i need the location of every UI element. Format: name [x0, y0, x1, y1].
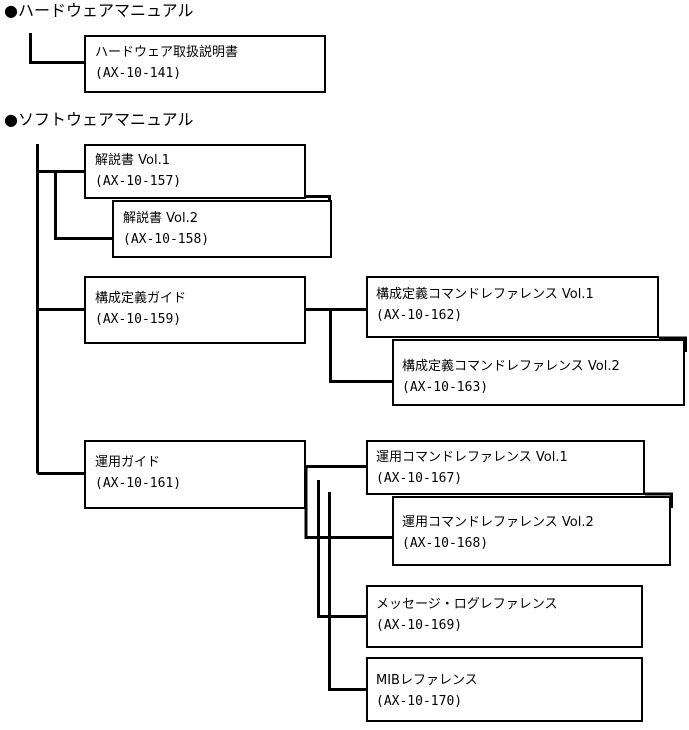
section-heading-hardware-label: ハードウェアマニュアル: [17, 1, 194, 20]
section-heading-hardware: ●ハードウェアマニュアル: [4, 2, 194, 20]
node-title: 構成定義コマンドレファレンス Vol.1: [376, 287, 594, 302]
node-title: 運用コマンドレファレンス Vol.2: [402, 515, 594, 530]
node-title: MIBレファレンス: [376, 673, 478, 688]
connector-ops-to-cmd2: [304, 466, 392, 539]
node-box-guide-vol2: [112, 200, 332, 258]
bullet-icon: ●: [4, 1, 18, 20]
node-code: (AX-10-163): [402, 380, 489, 395]
node-label-guide-vol2: 解説書 Vol.2 (AX-10-158): [123, 208, 209, 250]
node-label-guide-vol1: 解説書 Vol.1 (AX-10-157): [95, 150, 181, 192]
node-label-ops-cmd-vol1: 運用コマンドレファレンス Vol.1 (AX-10-167): [376, 447, 568, 489]
node-box-mib-ref: [366, 657, 643, 722]
node-title: メッセージ・ログレファレンス: [376, 597, 558, 612]
node-code: (AX-10-157): [95, 174, 182, 189]
node-code: (AX-10-158): [123, 232, 210, 247]
node-box-config-guide: [84, 276, 306, 344]
node-label-config-guide: 構成定義ガイド (AX-10-159): [95, 288, 186, 330]
node-label-mib-ref: MIBレファレンス (AX-10-170): [376, 670, 478, 712]
connector-config-to-cmd2: [329, 309, 392, 383]
node-title: ハードウェア取扱説明書: [95, 45, 239, 60]
node-code: (AX-10-168): [402, 536, 489, 551]
section-heading-software-label: ソフトウェアマニュアル: [17, 110, 194, 129]
node-label-config-cmd-vol2: 構成定義コマンドレファレンス Vol.2 (AX-10-163): [402, 356, 620, 398]
node-code: (AX-10-159): [95, 312, 182, 327]
node-title: 構成定義ガイド: [95, 291, 187, 306]
node-code: (AX-10-170): [376, 694, 463, 709]
node-box-guide-vol1: [84, 144, 306, 199]
node-box-config-cmd-vol1: [366, 276, 659, 338]
node-title: 運用コマンドレファレンス Vol.1: [376, 450, 568, 465]
node-box-ops-cmd-vol2: [392, 496, 671, 566]
section-heading-software: ●ソフトウェアマニュアル: [4, 111, 194, 129]
connector-to-guide-vol2: [54, 171, 112, 240]
node-title: 解説書 Vol.2: [123, 211, 198, 226]
node-box-msg-log-ref: [366, 585, 643, 648]
node-box-config-cmd-vol2: [392, 339, 685, 406]
node-label-hw-manual: ハードウェア取扱説明書 (AX-10-141): [95, 42, 238, 84]
node-title: 解説書 Vol.1: [95, 153, 170, 168]
node-box-hw-manual: [84, 35, 326, 93]
node-code: (AX-10-169): [376, 618, 463, 633]
node-title: 運用ガイド: [95, 455, 161, 470]
node-box-ops-cmd-vol1: [366, 440, 645, 495]
node-box-ops-guide: [84, 440, 306, 509]
connector-ops-cmd-stack: [645, 492, 673, 508]
connector-ops-to-msglog: [317, 480, 366, 618]
connector-hardware: [29, 33, 84, 64]
node-label-msg-log-ref: メッセージ・ログレファレンス (AX-10-169): [376, 594, 557, 636]
node-code: (AX-10-162): [376, 308, 463, 323]
node-code: (AX-10-167): [376, 471, 463, 486]
node-code: (AX-10-141): [95, 66, 182, 81]
connector-config-cmd-stack: [659, 336, 687, 352]
node-label-ops-guide: 運用ガイド (AX-10-161): [95, 452, 181, 494]
node-title: 構成定義コマンドレファレンス Vol.2: [402, 359, 620, 374]
node-code: (AX-10-161): [95, 476, 182, 491]
connector-ops-to-mib: [328, 492, 366, 691]
node-label-config-cmd-vol1: 構成定義コマンドレファレンス Vol.1 (AX-10-162): [376, 284, 594, 326]
bullet-icon: ●: [4, 110, 18, 129]
node-label-ops-cmd-vol2: 運用コマンドレファレンス Vol.2 (AX-10-168): [402, 512, 594, 554]
